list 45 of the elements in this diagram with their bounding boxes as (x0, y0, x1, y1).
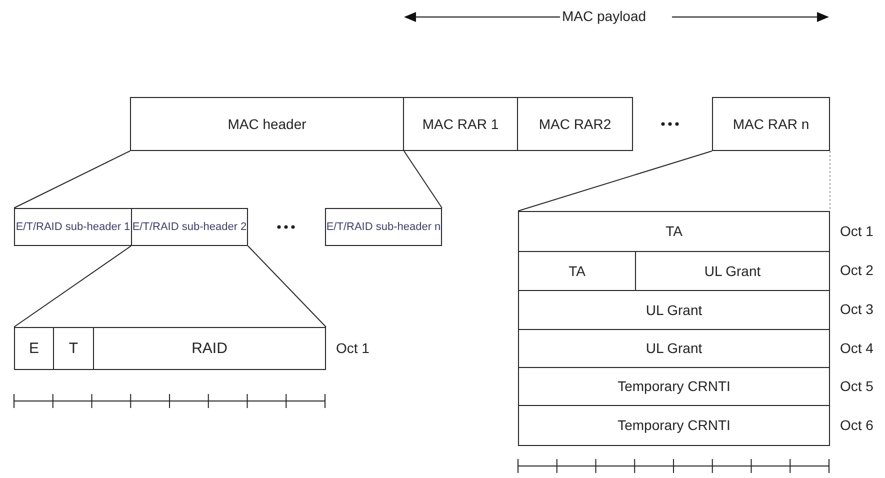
octet-label: Oct 4 (840, 340, 874, 356)
bit-field (53, 327, 94, 370)
octet-label: Oct 5 (840, 378, 874, 394)
expansion-line (248, 246, 326, 328)
field-row (518, 290, 830, 330)
field-label: MAC RAR 1 (422, 116, 499, 132)
field-label: MAC RAR n (732, 116, 810, 132)
field-label: RAID (192, 340, 228, 358)
pdu-box (712, 97, 830, 151)
octet-label: Oct 1 (840, 222, 874, 238)
field-label: TA (666, 223, 682, 240)
field-label: MAC header (228, 116, 306, 132)
field-label: Temporary CRNTI (618, 417, 730, 434)
field-label: MAC RAR2 (538, 116, 612, 132)
expansion-line (14, 150, 130, 208)
octet-label: Oct 6 (840, 416, 874, 432)
field-label: T (68, 340, 78, 358)
field-row (518, 405, 830, 446)
field-row (518, 329, 830, 368)
bit-field (93, 327, 326, 370)
sub-header-box (14, 208, 132, 246)
field-label: UL Grant (646, 340, 702, 357)
octet-label: Oct 1 (336, 340, 370, 356)
field-label: E/T/RAID sub-header n (326, 220, 441, 234)
sub-header-box (131, 208, 248, 246)
pdu-box (403, 97, 518, 151)
pdu-box (130, 97, 404, 151)
field-label: E/T/RAID sub-header 1 (16, 220, 130, 234)
field-label: UL Grant (704, 262, 761, 280)
bit-field (14, 327, 54, 370)
span-label: MAC payload (562, 8, 646, 24)
sub-header-box (325, 208, 442, 246)
octet-label: Oct 3 (840, 301, 874, 317)
expansion-line (404, 150, 442, 208)
field-label: Temporary CRNTI (618, 378, 730, 395)
octet-label: Oct 2 (840, 262, 874, 278)
field-label: TA (568, 262, 586, 280)
field-row (518, 367, 830, 406)
expansion-line (14, 246, 132, 328)
field-label: E (28, 340, 39, 358)
field-label: UL Grant (646, 302, 702, 318)
pdu-box (517, 97, 633, 151)
field-label: E/T/RAID sub-header 2 (132, 220, 247, 234)
expansion-line (518, 150, 712, 212)
field-row (518, 211, 830, 252)
